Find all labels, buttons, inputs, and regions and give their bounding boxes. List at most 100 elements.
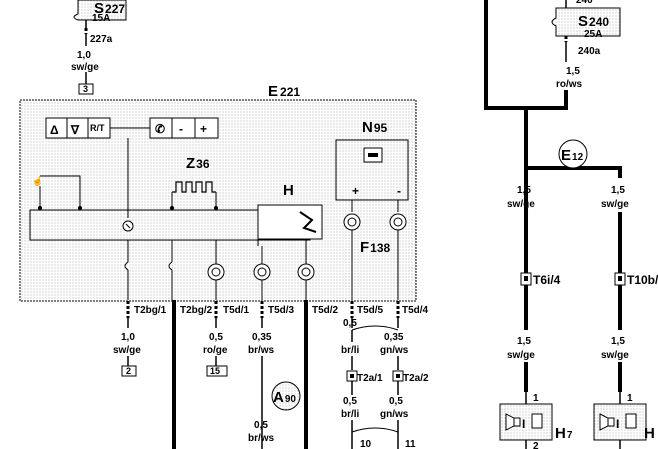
wire-top-color: sw/ge	[71, 62, 99, 73]
bw2-size: 0,5	[209, 332, 223, 343]
z36-id: Z	[186, 155, 195, 172]
rw1-size: 1,5	[517, 185, 531, 196]
connector-t5d1: T5d/1	[223, 305, 250, 316]
h-id: H	[283, 182, 294, 199]
top-right-number: 240	[576, 0, 593, 6]
bw2-color: ro/ge	[203, 345, 228, 356]
bottom-wires: 1,0 sw/ge 2 0,5 ro/ge 15 0,35 br/ws 0,5 …	[113, 318, 409, 449]
unit-e221-num: 221	[280, 85, 300, 99]
z36-num: 36	[196, 157, 210, 171]
svg-text:H7: H7	[555, 425, 573, 442]
fuse-s240: 240 S240 25A 240a 1,5 ro/ws	[551, 0, 621, 108]
fuse-s240-num: 240	[589, 15, 609, 29]
svg-text:Z36: Z36	[186, 155, 210, 172]
e12-splice: E12	[526, 139, 622, 178]
wire-s240-size: 1,5	[566, 66, 580, 77]
rw2-pin: 1	[627, 393, 633, 404]
e12-id: E	[561, 147, 571, 164]
button-up-label: Δ	[50, 123, 59, 137]
bw3-color: br/ws	[248, 345, 275, 356]
connector-t5d4: T5d/4	[402, 305, 429, 316]
svg-text:F138: F138	[360, 239, 391, 256]
hand-icon: ☝	[32, 175, 43, 187]
svg-text:A90: A90	[273, 389, 296, 406]
a90-wire-color: br/ws	[248, 433, 275, 444]
bw4-size: 0,5	[343, 318, 357, 329]
connector-t2bg2: T2bg/2	[180, 305, 213, 316]
unit-e221-id: E	[268, 83, 278, 100]
rw2-size2: 1,5	[611, 336, 625, 347]
right-wire-2: 1,5 sw/ge T10b/ 1,5 sw/ge 1	[601, 185, 658, 404]
svg-text:S240: S240	[578, 13, 609, 30]
button-down-label: ∇	[70, 123, 80, 137]
f138-id: F	[360, 239, 369, 256]
horn-h8-symbol: I	[616, 417, 619, 431]
a90-wire-size: 0,5	[254, 420, 268, 431]
rw1-color: sw/ge	[507, 199, 535, 210]
svg-text:E12: E12	[561, 147, 584, 164]
t2a-connectors: T2a/1 T2a/2 0,5 br/li 0,5 gn/ws 10 11	[341, 370, 429, 449]
n95-plus: +	[352, 184, 359, 198]
h8-id: H	[644, 425, 655, 442]
bw4-color: br/li	[341, 345, 360, 356]
horn-h7-symbol: I	[522, 417, 525, 431]
f138-num: 138	[370, 241, 390, 255]
fuse-s227: S227 15A 227a	[73, 0, 127, 46]
bw3-size: 0,35	[252, 332, 272, 343]
rw1-size2: 1,5	[517, 336, 531, 347]
bw5-size: 0,35	[384, 332, 404, 343]
connector-t5d5: T5d/5	[357, 305, 384, 316]
fuse-s227-wire: 227a	[90, 34, 113, 45]
wire-top-size: 1,0	[77, 50, 91, 61]
t2a2-label: T2a/2	[403, 373, 429, 384]
t2a1-color: br/li	[341, 409, 360, 420]
button-minus-label: -	[179, 122, 183, 136]
rw2-color2: sw/ge	[601, 350, 629, 361]
fuse-s227-num: 227	[105, 2, 125, 16]
e12-num: 12	[572, 152, 584, 163]
phone-icon: ✆	[155, 122, 165, 136]
n95-num: 95	[374, 121, 388, 135]
right-wire-1: 1,5 sw/ge T6i/4 1,5 sw/ge 1	[507, 185, 561, 404]
rw1-color2: sw/ge	[507, 350, 535, 361]
t2a2-size: 0,5	[389, 396, 403, 407]
connector-t5d2: T5d/2	[312, 305, 339, 316]
h7-id: H	[555, 425, 566, 442]
bw1-color: sw/ge	[113, 345, 141, 356]
a90-num: 90	[285, 394, 297, 405]
h7-num: 7	[567, 430, 573, 441]
bw1-term: 2	[126, 366, 131, 376]
wire-s240-color: ro/ws	[556, 79, 583, 90]
horn-h8: I H	[593, 403, 655, 449]
rw1-conn: T6i/4	[533, 273, 561, 287]
bw1-size: 1,0	[121, 332, 135, 343]
a90-id: A	[273, 389, 284, 406]
fuse-s240-wire: 240a	[578, 46, 601, 57]
t2a1-label: T2a/1	[357, 373, 383, 384]
a90-marker: A90 0,5 br/ws	[248, 381, 301, 444]
bw2-term: 15	[210, 366, 220, 376]
button-rt-label: R/T	[90, 123, 105, 133]
fuse-s240-amp: 25A	[584, 29, 602, 40]
t2a1-term: 10	[360, 439, 372, 449]
connector-t2bg1: T2bg/1	[134, 305, 167, 316]
fuse-s227-id: S	[94, 0, 104, 17]
bw5-color: gn/ws	[380, 345, 409, 356]
rw1-pin: 1	[533, 393, 539, 404]
h7-bottom-pin: 2	[533, 441, 539, 449]
svg-text:S227: S227	[94, 0, 125, 17]
wire-227a: 1,0 sw/ge 3	[71, 50, 99, 95]
n95-id: N	[362, 119, 373, 136]
n95-minus: -	[397, 184, 401, 198]
t2a2-term: 11	[405, 439, 416, 449]
rw2-conn: T10b/	[627, 273, 658, 287]
t2a2-color: gn/ws	[380, 409, 409, 420]
connector-t5d3: T5d/3	[268, 305, 295, 316]
t2a1-size: 0,5	[343, 396, 357, 407]
button-plus-label: +	[200, 122, 207, 136]
rw2-size: 1,5	[611, 185, 625, 196]
fuse-s240-id: S	[578, 13, 588, 30]
